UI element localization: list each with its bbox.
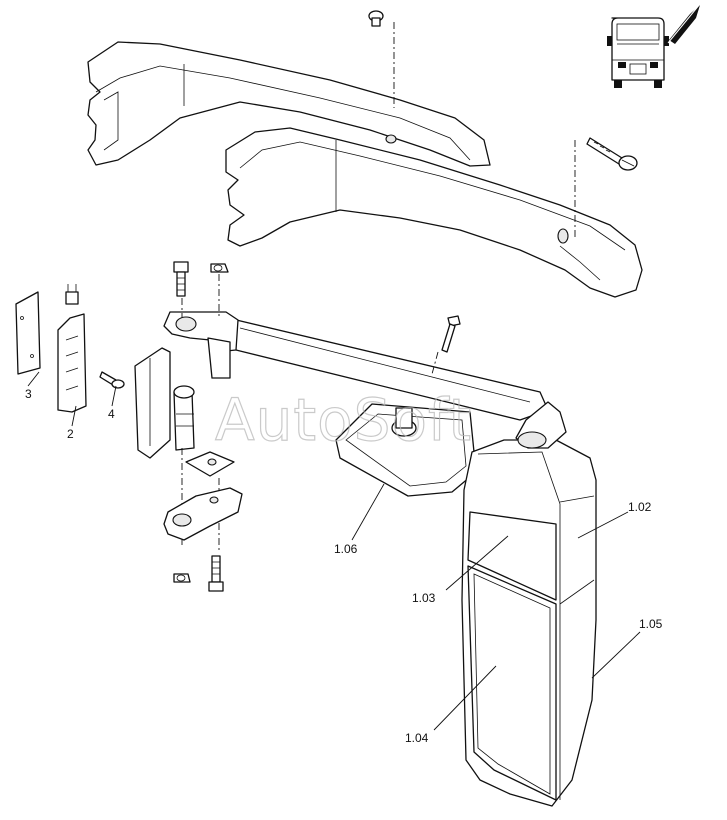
callout-1-06: 1.06 bbox=[334, 542, 358, 556]
arrow-icon bbox=[667, 3, 701, 44]
hinge-nut-top bbox=[210, 263, 229, 273]
hinge-bolt-bottom bbox=[208, 555, 224, 592]
lower-cover-shell bbox=[225, 127, 643, 298]
callout-2: 2 bbox=[67, 427, 74, 441]
callout-1-05: 1.05 bbox=[639, 617, 663, 631]
callout-4: 4 bbox=[108, 407, 115, 421]
upper-mirror-1-06 bbox=[335, 403, 477, 497]
hinge-bolt-top bbox=[173, 261, 189, 297]
part-2-heater-element bbox=[57, 284, 87, 413]
hinge-bracket bbox=[134, 347, 195, 459]
arm-bolt bbox=[441, 315, 461, 353]
part-4-screw bbox=[99, 371, 125, 389]
bus-front-icon bbox=[607, 17, 669, 88]
callout-1-03: 1.03 bbox=[412, 591, 436, 605]
top-screw bbox=[368, 10, 384, 27]
watermark-text: AutoSoft bbox=[215, 386, 472, 454]
callout-1-02: 1.02 bbox=[628, 500, 652, 514]
lower-hinge-clamp bbox=[163, 487, 243, 541]
callout-3: 3 bbox=[25, 387, 32, 401]
hinge-plate bbox=[185, 451, 235, 477]
mirror-glass-1-03 bbox=[467, 511, 557, 601]
mirror-glass-1-04 bbox=[467, 565, 557, 801]
hinge-nut-bottom bbox=[173, 573, 191, 583]
callout-1-04: 1.04 bbox=[405, 731, 429, 745]
part-3-plate bbox=[15, 291, 41, 375]
side-screw bbox=[586, 137, 638, 171]
mirror-arm bbox=[163, 311, 549, 421]
